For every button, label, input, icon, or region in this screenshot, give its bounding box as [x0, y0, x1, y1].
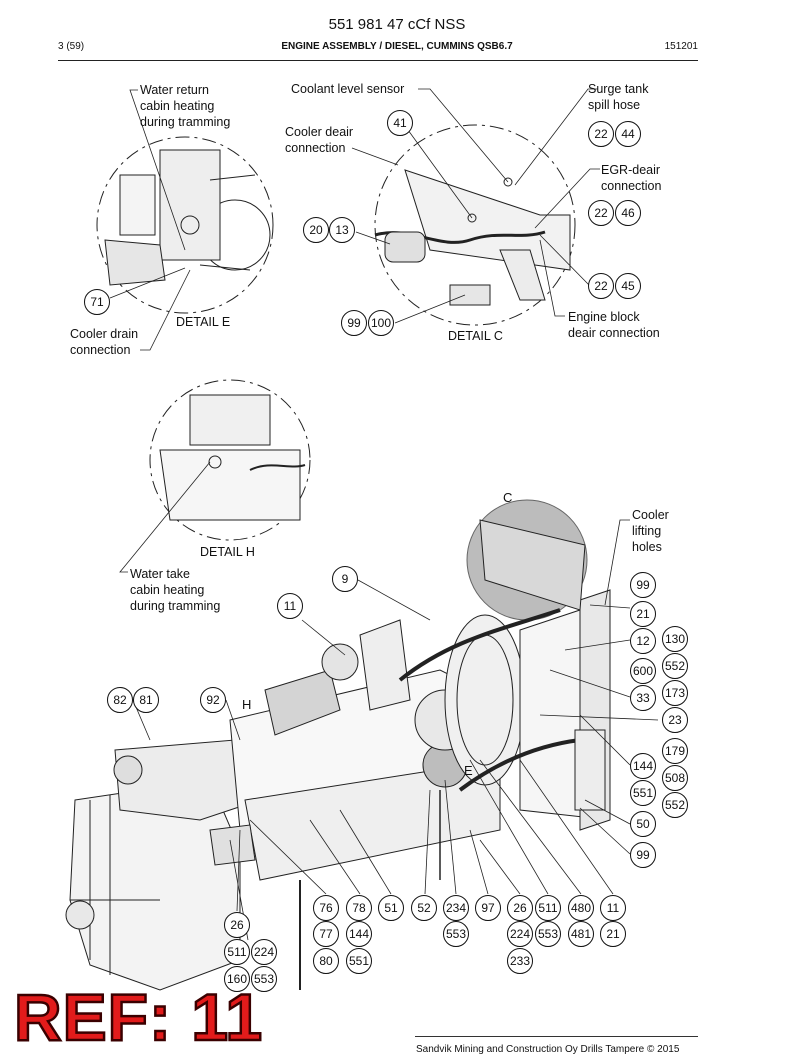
item-bubble: 160: [224, 966, 250, 992]
leader-lines: [109, 88, 659, 941]
item-bubble: 99: [630, 842, 656, 868]
item-bubble: 552: [662, 653, 688, 679]
item-bubble: 508: [662, 765, 688, 791]
item-bubble: 41: [387, 110, 413, 136]
item-bubble: 78: [346, 895, 372, 921]
item-bubble: 23: [662, 707, 688, 733]
item-bubble: 481: [568, 921, 594, 947]
footer-copyright: Sandvik Mining and Construction Oy Drill…: [416, 1044, 680, 1055]
item-bubble: 81: [133, 687, 159, 713]
callout-cooler-drain: Cooler drain connection: [70, 327, 139, 357]
item-bubble: 21: [630, 601, 656, 627]
item-bubble: 97: [475, 895, 501, 921]
item-bubble: 553: [443, 921, 469, 947]
item-bubble: 144: [346, 921, 372, 947]
item-bubble: 13: [329, 217, 355, 243]
callout-water-take: Water take cabin heating during tramming: [130, 567, 221, 613]
item-bubble: 71: [84, 289, 110, 315]
item-bubble: 511: [224, 939, 250, 965]
item-bubble: 224: [251, 939, 277, 965]
item-bubble: 21: [600, 921, 626, 947]
detail-h-view: [149, 379, 311, 541]
callout-surge-tank: Surge tank spill hose: [588, 82, 649, 112]
callout-coolant-level-sensor: Coolant level sensor: [291, 82, 405, 96]
item-bubble: 233: [507, 948, 533, 974]
detail-c-view: [374, 124, 576, 326]
view-letter-e: E: [464, 763, 473, 778]
item-bubble: 22: [588, 273, 614, 299]
item-bubble: 480: [568, 895, 594, 921]
document-date: 151201: [664, 41, 698, 52]
item-bubble: 92: [200, 687, 226, 713]
item-bubble: 100: [368, 310, 394, 336]
item-bubble: 12: [630, 628, 656, 654]
section-title: ENGINE ASSEMBLY / DIESEL, CUMMINS QSB6.7: [281, 41, 513, 52]
view-letter-h: H: [242, 697, 252, 712]
header-rule: [58, 60, 698, 61]
item-bubble: 99: [341, 310, 367, 336]
item-bubble: 551: [346, 948, 372, 974]
callout-water-return: Water return cabin heating during trammi…: [140, 83, 231, 129]
item-bubble: 553: [535, 921, 561, 947]
item-bubble: 44: [615, 121, 641, 147]
item-bubble: 553: [251, 966, 277, 992]
page-number: 3 (59): [58, 41, 85, 52]
item-bubble: 11: [277, 593, 303, 619]
item-bubble: 11: [600, 895, 626, 921]
view-letter-c: C: [503, 490, 513, 505]
item-bubble: 26: [224, 912, 250, 938]
callout-cooler-deair: Cooler deair connection: [285, 125, 354, 155]
item-bubble: 224: [507, 921, 533, 947]
document-title: 551 981 47 cCf NSS: [328, 16, 466, 33]
item-bubble: 144: [630, 753, 656, 779]
detail-c-label: DETAIL C: [448, 329, 503, 343]
item-bubble: 26: [507, 895, 533, 921]
item-bubble: 600: [630, 658, 656, 684]
item-bubble: 99: [630, 572, 656, 598]
item-bubble: 33: [630, 685, 656, 711]
callout-egr-deair: EGR-deair connection: [601, 163, 662, 193]
item-bubble: 45: [615, 273, 641, 299]
item-bubble: 234: [443, 895, 469, 921]
detail-e-view: [96, 136, 274, 314]
item-bubble: 20: [303, 217, 329, 243]
item-bubble: 9: [332, 566, 358, 592]
callout-cooler-lifting-holes: Cooler lifting holes: [632, 508, 669, 554]
item-bubble: 552: [662, 792, 688, 818]
item-bubble: 76: [313, 895, 339, 921]
callout-engine-block-deair: Engine block deair connection: [568, 310, 660, 340]
item-bubble: 50: [630, 811, 656, 837]
main-engine-view: [65, 499, 611, 991]
footer-rule: [415, 1036, 698, 1037]
item-bubble: 52: [411, 895, 437, 921]
item-bubble: 173: [662, 680, 688, 706]
ref-stamp: REF: 11: [13, 980, 264, 1054]
item-bubble: 46: [615, 200, 641, 226]
item-bubble: 80: [313, 948, 339, 974]
item-bubble: 77: [313, 921, 339, 947]
item-bubble: 51: [378, 895, 404, 921]
item-bubble: 551: [630, 780, 656, 806]
detail-h-label: DETAIL H: [200, 545, 255, 559]
item-bubble: 22: [588, 200, 614, 226]
item-bubble: 130: [662, 626, 688, 652]
detail-e-label: DETAIL E: [176, 315, 231, 329]
item-bubble: 511: [535, 895, 561, 921]
item-bubble: 82: [107, 687, 133, 713]
item-bubble: 22: [588, 121, 614, 147]
item-bubble: 179: [662, 738, 688, 764]
